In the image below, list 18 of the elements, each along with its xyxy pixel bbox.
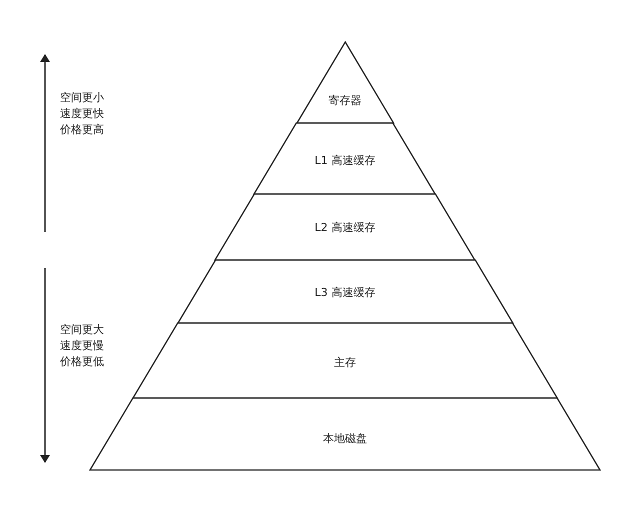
note-text: 速度更慢	[60, 338, 104, 354]
layer-label: L3 高速缓存	[314, 285, 376, 300]
layer-label: 主存	[332, 355, 357, 370]
pyramid-layer	[132, 323, 558, 398]
pyramid-layer	[254, 123, 436, 194]
note-text: 空间更大	[60, 322, 104, 338]
layer-label: 本地磁盘	[322, 431, 368, 446]
note-text: 价格更高	[60, 122, 104, 138]
note-text: 价格更低	[60, 354, 104, 370]
pyramid-layer	[296, 42, 394, 123]
pyramid-layer	[90, 398, 600, 470]
note-text: 空间更小	[60, 90, 104, 106]
layer-label: L2 高速缓存	[314, 220, 376, 235]
pyramid-layer	[178, 260, 512, 323]
layer-label: L1 高速缓存	[314, 153, 376, 168]
pyramid-layer	[215, 194, 475, 260]
layer-label: 寄存器	[327, 93, 362, 108]
note-text: 速度更快	[60, 106, 104, 122]
